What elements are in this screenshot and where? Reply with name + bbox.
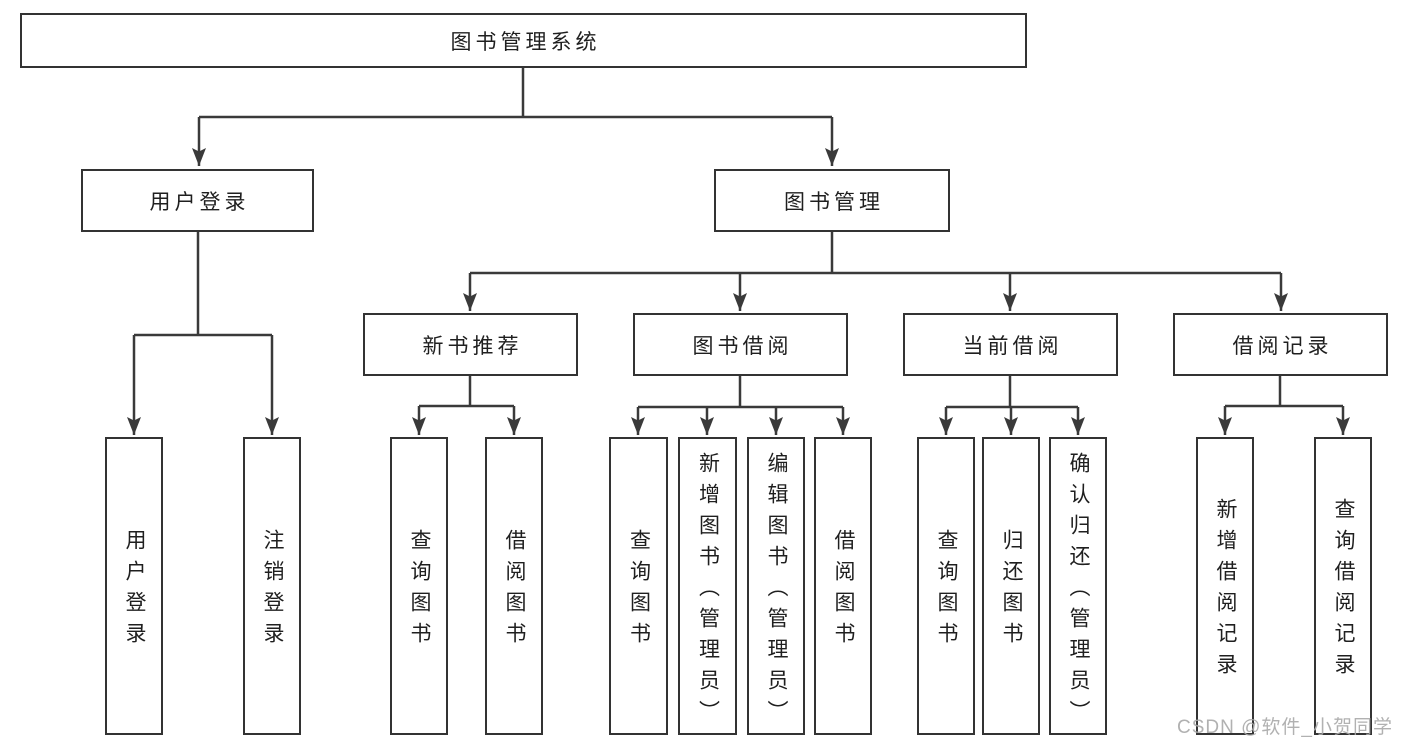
leaf-return-books: 归还图书: [982, 437, 1040, 735]
csdn-watermark: CSDN @软件_小贺同学: [1177, 717, 1393, 738]
leaf-edit-books-admin-label: 编辑图书（管理员）: [765, 451, 789, 731]
node-book-borrow-label: 图书借阅: [692, 334, 793, 358]
leaf-add-books-admin: 新增图书（管理员）: [678, 437, 737, 735]
leaf-borrow-books: 借阅图书: [814, 437, 872, 735]
leaf-borrow-books-label: 借阅图书: [832, 529, 856, 653]
node-new-book-recommend-label: 新书推荐: [422, 334, 523, 358]
node-borrow-records-label: 借阅记录: [1232, 334, 1333, 358]
leaf-borrow-books-recommend: 借阅图书: [485, 437, 543, 735]
node-book-borrow: 图书借阅: [633, 313, 848, 376]
leaf-query-books-current-label: 查询图书: [935, 529, 959, 653]
node-current-borrow-label: 当前借阅: [962, 334, 1063, 358]
leaf-logout-label: 注销登录: [261, 529, 285, 653]
connector-user-login: [127, 232, 279, 435]
node-root: 图书管理系统: [20, 13, 1027, 68]
node-user-login: 用户登录: [81, 169, 314, 232]
node-root-label: 图书管理系统: [450, 30, 601, 54]
leaf-query-borrow-record-label: 查询借阅记录: [1332, 498, 1356, 684]
node-book-management: 图书管理: [714, 169, 950, 232]
node-borrow-records: 借阅记录: [1173, 313, 1388, 376]
node-user-login-label: 用户登录: [149, 190, 250, 214]
leaf-query-books-recommend-label: 查询图书: [408, 529, 432, 653]
leaf-return-books-label: 归还图书: [1000, 529, 1024, 653]
leaf-logout: 注销登录: [243, 437, 301, 735]
leaf-confirm-return-admin-label: 确认归还（管理员）: [1067, 451, 1091, 731]
node-new-book-recommend: 新书推荐: [363, 313, 578, 376]
connector-borrow-records: [1218, 376, 1350, 435]
leaf-add-books-admin-label: 新增图书（管理员）: [696, 451, 720, 731]
connector-current-borrow: [939, 376, 1085, 435]
leaf-edit-books-admin: 编辑图书（管理员）: [747, 437, 805, 735]
leaf-query-books-borrow-label: 查询图书: [627, 529, 651, 653]
leaf-add-borrow-record: 新增借阅记录: [1196, 437, 1254, 735]
connector-new-book-recommend: [412, 376, 521, 435]
leaf-user-login-label: 用户登录: [123, 529, 147, 653]
leaf-borrow-books-recommend-label: 借阅图书: [503, 529, 527, 653]
connector-book-management: [463, 232, 1288, 311]
leaf-confirm-return-admin: 确认归还（管理员）: [1049, 437, 1107, 735]
leaf-query-borrow-record: 查询借阅记录: [1314, 437, 1372, 735]
leaf-query-books-current: 查询图书: [917, 437, 975, 735]
leaf-query-books-recommend: 查询图书: [390, 437, 448, 735]
node-book-management-label: 图书管理: [784, 190, 884, 214]
leaf-add-borrow-record-label: 新增借阅记录: [1214, 498, 1238, 684]
connector-book-borrow: [631, 376, 850, 435]
leaf-user-login: 用户登录: [105, 437, 163, 735]
connector-root: [192, 68, 839, 166]
node-current-borrow: 当前借阅: [903, 313, 1118, 376]
leaf-query-books-borrow: 查询图书: [609, 437, 668, 735]
